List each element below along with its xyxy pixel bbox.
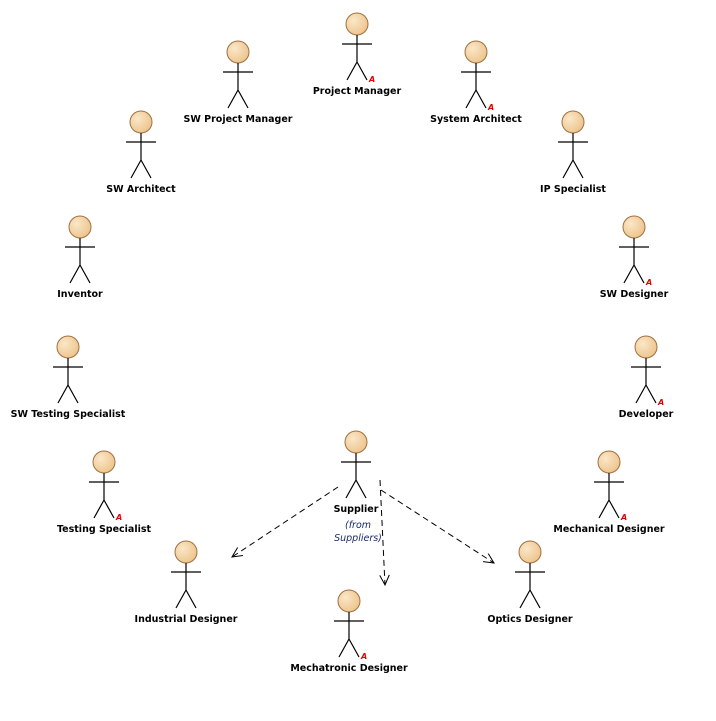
abstract-marker: A [620, 513, 627, 522]
actor-body-icon [89, 473, 119, 519]
actor-body-icon [631, 358, 661, 404]
actor-label: Inventor [57, 289, 103, 300]
abstract-marker: A [645, 278, 652, 287]
actor-label: Mechatronic Designer [290, 663, 408, 674]
actor-label: Testing Specialist [57, 524, 152, 535]
actor-industrial-designer[interactable]: Industrial Designer [135, 540, 238, 625]
actor-sw-testing-specialist[interactable]: SW Testing Specialist [11, 335, 126, 420]
actor-head-icon [344, 430, 368, 454]
actor-body-icon [126, 133, 156, 179]
actor-label: Developer [619, 409, 674, 420]
actor-head-icon [92, 450, 116, 474]
actor-head-icon [561, 110, 585, 134]
actor-label: Industrial Designer [135, 614, 238, 625]
actor-label: SW Project Manager [184, 114, 293, 125]
actor-body-icon [461, 63, 491, 109]
actor-inventor[interactable]: Inventor [57, 215, 103, 300]
actor-label: Project Manager [313, 86, 402, 97]
actor-head-icon [129, 110, 153, 134]
actor-body-icon [341, 453, 371, 499]
actor-package-line2: Suppliers) [334, 533, 382, 544]
actor-head-icon [464, 40, 488, 64]
actor-body-icon [342, 35, 372, 81]
dependency-industrial-designer[interactable] [231, 486, 339, 558]
actor-mechatronic-designer[interactable]: A Mechatronic Designer [290, 589, 408, 674]
abstract-marker: A [487, 103, 494, 112]
actor-head-icon [337, 589, 361, 613]
abstract-marker: A [657, 398, 664, 407]
actor-body-icon [594, 473, 624, 519]
dependency-line [231, 486, 339, 558]
actor-body-icon [558, 133, 588, 179]
abstract-marker: A [360, 652, 367, 661]
actor-head-icon [597, 450, 621, 474]
dependency-mechatronic-designer[interactable] [379, 479, 390, 587]
actor-head-icon [518, 540, 542, 564]
dependency-optics-designer[interactable] [380, 489, 495, 564]
actor-testing-specialist[interactable]: A Testing Specialist [57, 450, 152, 535]
dependency-line [380, 489, 495, 564]
actor-head-icon [622, 215, 646, 239]
actor-body-icon [334, 612, 364, 658]
actor-label: Mechanical Designer [553, 524, 665, 535]
actor-head-icon [56, 335, 80, 359]
dependency-line [379, 479, 386, 586]
actor-body-icon [65, 238, 95, 284]
actor-developer[interactable]: A Developer [619, 335, 674, 420]
actor-optics-designer[interactable]: Optics Designer [487, 540, 573, 625]
actor-label: Supplier [334, 504, 379, 515]
actor-body-icon [223, 63, 253, 109]
actor-sw-project-manager[interactable]: SW Project Manager [184, 40, 293, 125]
actor-label: SW Designer [600, 289, 669, 300]
actor-body-icon [515, 563, 545, 609]
actor-head-icon [68, 215, 92, 239]
actor-ip-specialist[interactable]: IP Specialist [540, 110, 606, 195]
actor-label: SW Testing Specialist [11, 409, 126, 420]
abstract-marker: A [368, 75, 375, 84]
actor-body-icon [619, 238, 649, 284]
arrowhead-icon [231, 547, 243, 558]
actor-mechanical-designer[interactable]: A Mechanical Designer [553, 450, 665, 535]
actor-sw-architect[interactable]: SW Architect [106, 110, 176, 195]
arrowhead-icon [379, 574, 390, 587]
actor-label: SW Architect [106, 184, 176, 195]
actor-project-manager[interactable]: A Project Manager [313, 12, 402, 97]
actor-body-icon [53, 358, 83, 404]
actor-sw-designer[interactable]: A SW Designer [600, 215, 669, 300]
arrowhead-icon [483, 553, 495, 564]
actor-head-icon [226, 40, 250, 64]
actor-label: Optics Designer [487, 614, 573, 625]
actor-body-icon [171, 563, 201, 609]
abstract-marker: A [115, 513, 122, 522]
actor-head-icon [174, 540, 198, 564]
actor-head-icon [634, 335, 658, 359]
actor-package-line1: (from [345, 520, 371, 531]
actor-label: System Architect [430, 114, 522, 125]
actor-head-icon [345, 12, 369, 36]
actor-system-architect[interactable]: A System Architect [430, 40, 522, 125]
actor-label: IP Specialist [540, 184, 606, 195]
